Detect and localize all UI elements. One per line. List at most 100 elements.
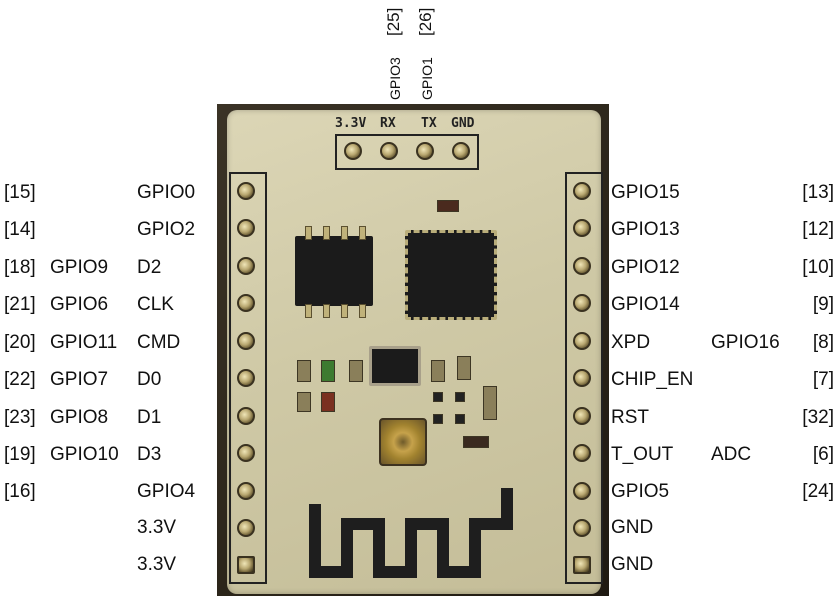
left-pin-alt: GPIO7	[50, 369, 109, 390]
left-pin-name: GPIO4	[137, 481, 196, 502]
right-pad	[573, 407, 591, 425]
smd-component	[433, 392, 443, 402]
left-pin-num: [16]	[4, 481, 36, 502]
right-pin-num: [6]	[812, 444, 834, 465]
right-pin-name: GND	[611, 517, 654, 538]
right-pad	[573, 482, 591, 500]
left-pin-name: 3.3V	[137, 517, 177, 538]
top-pin-number-gpio3: [25]	[384, 7, 403, 36]
right-pin-name: RST	[611, 407, 649, 428]
right-pin-alt: ADC	[711, 444, 752, 465]
top-header-outline	[335, 134, 479, 170]
left-pin-alt: GPIO11	[50, 332, 118, 353]
right-pad	[573, 332, 591, 350]
right-pin-num: [10]	[802, 257, 834, 278]
left-header-outline	[229, 172, 267, 584]
chip-leg	[341, 304, 348, 318]
pcb-antenna-trace	[309, 488, 513, 578]
right-pad	[573, 257, 591, 275]
chip-leg	[305, 226, 312, 240]
chip-leg	[359, 304, 366, 318]
pcb: 3.3V RX TX GND	[227, 110, 603, 594]
left-pad	[237, 182, 255, 200]
left-pin-name: CLK	[137, 294, 174, 315]
top-pin-name-gpio1: GPIO1	[419, 57, 435, 100]
left-pad	[237, 294, 255, 312]
silk-3v3: 3.3V	[335, 116, 367, 131]
right-pad-square	[573, 556, 591, 574]
left-pad	[237, 407, 255, 425]
left-pin-alt: GPIO6	[50, 294, 109, 315]
left-pin-num: [19]	[4, 444, 36, 465]
left-pin-name: D1	[137, 407, 162, 428]
left-pin-name: D3	[137, 444, 162, 465]
left-pin-num: [18]	[4, 257, 36, 278]
right-pin-num: [24]	[802, 481, 834, 502]
left-pin-alt: GPIO9	[50, 257, 109, 278]
right-header-outline	[565, 172, 603, 584]
silk-rx: RX	[380, 116, 396, 131]
crystal	[369, 346, 421, 386]
smd-component	[463, 436, 489, 448]
left-pad	[237, 219, 255, 237]
right-pad	[573, 519, 591, 537]
right-pin-num: [8]	[812, 332, 834, 353]
flash-chip	[295, 236, 373, 306]
left-pin-num: [22]	[4, 369, 36, 390]
smd-component	[297, 360, 311, 382]
right-pin-num: [9]	[812, 294, 834, 315]
esp-module-board: 3.3V RX TX GND	[217, 104, 609, 596]
top-pad-gnd	[452, 142, 470, 160]
left-pin-num: [20]	[4, 332, 36, 353]
top-pad-tx	[416, 142, 434, 160]
left-pin-name: CMD	[137, 332, 181, 353]
left-pin-alt: GPIO8	[50, 407, 109, 428]
right-pin-alt: GPIO16	[711, 332, 780, 353]
right-pin-name: XPD	[611, 332, 651, 353]
left-pad	[237, 332, 255, 350]
silk-tx: TX	[421, 116, 437, 131]
right-pin-name: GPIO12	[611, 257, 680, 278]
left-pin-num: [21]	[4, 294, 36, 315]
left-pad-square	[237, 556, 255, 574]
top-pin-number-gpio1: [26]	[416, 7, 435, 36]
smd-component	[455, 414, 465, 424]
right-pin-num: [12]	[802, 219, 834, 240]
left-pin-name: D0	[137, 369, 162, 390]
top-pad-3v3	[344, 142, 362, 160]
chip-leg	[341, 226, 348, 240]
silk-gnd: GND	[451, 116, 475, 131]
smd-component	[431, 360, 445, 382]
left-pad	[237, 257, 255, 275]
right-pin-name: GND	[611, 554, 654, 575]
chip-leg	[323, 226, 330, 240]
right-pin-name: T_OUT	[611, 444, 674, 465]
smd-led	[321, 360, 335, 382]
right-pin-name: CHIP_EN	[611, 369, 694, 390]
right-pad	[573, 444, 591, 462]
esp8266-chip	[405, 230, 497, 320]
right-pin-num: [32]	[802, 407, 834, 428]
left-pad	[237, 482, 255, 500]
right-pin-name: GPIO5	[611, 481, 670, 502]
left-pad	[237, 369, 255, 387]
chip-leg	[359, 226, 366, 240]
left-pin-name: D2	[137, 257, 162, 278]
right-pad	[573, 294, 591, 312]
smd-component	[297, 392, 311, 412]
left-pad	[237, 519, 255, 537]
smd-component	[433, 414, 443, 424]
top-pad-rx	[380, 142, 398, 160]
smd-component	[483, 386, 497, 420]
ufl-antenna-connector	[379, 418, 427, 466]
left-pin-num: [14]	[4, 219, 36, 240]
smd-led	[321, 392, 335, 412]
chip-leg	[305, 304, 312, 318]
right-pin-num: [7]	[812, 369, 834, 390]
left-pin-name: 3.3V	[137, 554, 177, 575]
smd-component	[457, 356, 471, 380]
left-pin-name: GPIO0	[137, 182, 196, 203]
right-pin-name: GPIO13	[611, 219, 680, 240]
right-pad	[573, 182, 591, 200]
left-pin-name: GPIO2	[137, 219, 196, 240]
